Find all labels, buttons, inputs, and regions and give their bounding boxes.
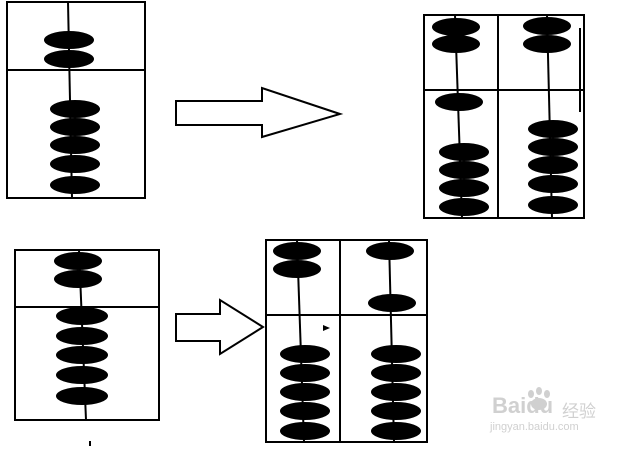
upper-bead — [44, 50, 94, 68]
lower-bead — [56, 307, 108, 325]
upper-bead — [44, 31, 94, 49]
abacus-frame — [423, 14, 585, 219]
lower-bead — [280, 345, 330, 363]
lower-bead — [50, 118, 100, 136]
lower-bead — [50, 136, 100, 154]
lower-bead — [56, 366, 108, 384]
lower-bead — [439, 161, 489, 179]
top-left-abacus — [6, 1, 146, 199]
lower-bead — [280, 364, 330, 382]
right-arrow — [175, 86, 344, 139]
baidu-paw-icon — [528, 387, 550, 410]
lower-bead — [528, 120, 578, 138]
lower-bead — [371, 383, 421, 401]
lower-bead — [371, 402, 421, 420]
abacus-frame — [6, 1, 146, 199]
lower-bead — [50, 155, 100, 173]
lower-bead — [56, 327, 108, 345]
lower-bead — [280, 402, 330, 420]
bottom-right-abacus — [265, 239, 428, 443]
watermark-label: 经验 — [562, 402, 596, 421]
lower-bead — [528, 156, 578, 174]
upper-bead — [432, 18, 480, 36]
lower-bead — [528, 138, 578, 156]
lower-bead — [371, 345, 421, 363]
stray-mark — [323, 325, 330, 331]
right-arrow — [175, 298, 265, 356]
lower-bead — [50, 100, 100, 118]
upper-bead — [523, 35, 571, 53]
lower-bead — [528, 196, 578, 214]
top-right-abacus — [423, 14, 585, 219]
lower-bead — [439, 179, 489, 197]
watermark-logo: Baidu — [492, 393, 554, 418]
lower-bead — [371, 422, 421, 440]
upper-bead — [54, 270, 102, 288]
lower-bead — [56, 346, 108, 364]
lower-bead — [371, 364, 421, 382]
abacus-frame — [14, 249, 160, 421]
upper-bead — [435, 93, 483, 111]
upper-bead — [54, 252, 102, 270]
abacus-frame — [265, 239, 428, 443]
upper-bead — [368, 294, 416, 312]
upper-bead — [366, 242, 414, 260]
watermark-url: jingyan.baidu.com — [490, 421, 579, 433]
upper-bead — [523, 17, 571, 35]
upper-bead — [273, 260, 321, 278]
upper-bead — [273, 242, 321, 260]
upper-bead — [432, 35, 480, 53]
lower-bead — [439, 198, 489, 216]
lower-bead — [439, 143, 489, 161]
lower-bead — [528, 175, 578, 193]
lower-bead — [280, 422, 330, 440]
lower-bead — [50, 176, 100, 194]
bottom-left-abacus — [14, 249, 160, 446]
lower-bead — [56, 387, 108, 405]
lower-bead — [280, 383, 330, 401]
